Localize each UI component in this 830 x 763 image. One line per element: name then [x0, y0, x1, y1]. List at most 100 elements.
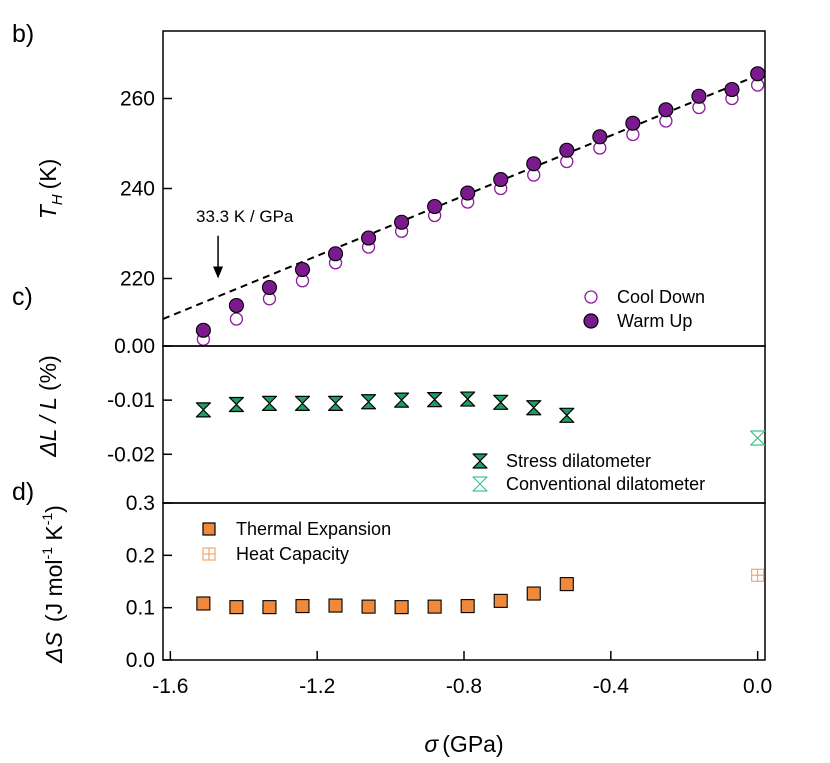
- warm-up-point: [559, 142, 575, 158]
- stress-dilatometer-point: [294, 395, 311, 411]
- y-label-d-unit-close: ): [41, 505, 67, 513]
- cool-down-point: [229, 312, 244, 326]
- panel-d-y-label: ΔS(J mol-1 K-1): [39, 505, 67, 664]
- svg-text:ΔL / L(%): ΔL / L (%): [35, 355, 61, 458]
- legend-hourglass-open: [472, 476, 488, 492]
- stress-dilatometer-point: [460, 391, 476, 407]
- panel-c-legend: Stress dilatometer Conventional dilatome…: [472, 451, 705, 494]
- y-tick-label: 0.00: [114, 335, 155, 358]
- legend-marker-conventional-dilatometer: [472, 476, 488, 492]
- legend-marker-warm-up: [583, 313, 599, 329]
- y-tick-label: -0.01: [107, 389, 155, 412]
- warm-up-point: [691, 88, 707, 104]
- stress-dilatometer-point: [526, 400, 542, 416]
- panel-d-y-ticks: 0.00.10.20.3: [126, 492, 172, 672]
- panel-c: c) 0.00 -0.01 -0.02 ΔL / L (%) Stress dilat…: [12, 283, 766, 504]
- svg-text:TH(K): TH (K): [35, 159, 66, 220]
- stress-dilatometer-point: [427, 391, 443, 408]
- y-label-c-unit: (%): [35, 355, 61, 391]
- panel-d-points: [196, 568, 765, 615]
- thermal-expansion-point: [328, 598, 343, 613]
- y-tick-label: 0.1: [126, 597, 155, 620]
- warm-up-point: [361, 230, 377, 246]
- y-tick-label: 240: [120, 178, 155, 201]
- legend-square-cross: [202, 547, 216, 561]
- warm-up-point: [195, 322, 211, 338]
- warm-up-point: [394, 214, 410, 230]
- y-label-d-unit-open: (J mol: [41, 559, 67, 622]
- warm-up-point: [658, 102, 674, 118]
- slope-annotation-text: 33.3 K / GPa: [196, 207, 294, 226]
- x-label-unit: (GPa): [442, 731, 503, 757]
- thermal-expansion-point: [559, 577, 574, 592]
- legend-label-warm-up: Warm Up: [617, 311, 692, 331]
- stress-dilatometer-point: [327, 395, 344, 411]
- y-label-d-unit-mid: K: [41, 525, 67, 547]
- legend-hourglass-filled: [472, 453, 488, 469]
- panel-b-legend: Cool Down Warm Up: [583, 287, 705, 331]
- panel-b-points: [195, 66, 766, 346]
- panel-label-c: c): [12, 283, 33, 311]
- y-label-b-main: T: [35, 203, 61, 219]
- y-tick-label: 0.3: [126, 492, 155, 515]
- warm-up-point: [294, 261, 311, 278]
- warm-up-point: [460, 185, 476, 201]
- x-axis-label: σ(GPa): [424, 731, 503, 757]
- x-tick-label: 0.0: [743, 675, 772, 698]
- legend-label-heat-capacity: Heat Capacity: [236, 544, 349, 564]
- warm-up-point: [526, 156, 542, 172]
- thermal-expansion-point: [295, 599, 310, 614]
- legend-label-conventional-dilatometer: Conventional dilatometer: [506, 474, 705, 494]
- y-tick-label: -0.02: [107, 443, 155, 466]
- warm-up-point: [327, 246, 344, 262]
- y-label-b-unit: (K): [35, 159, 61, 190]
- legend-label-stress-dilatometer: Stress dilatometer: [506, 451, 651, 471]
- thermal-expansion-point: [229, 600, 244, 615]
- warm-up-point: [592, 129, 608, 145]
- thermal-expansion-point: [262, 600, 277, 615]
- legend-label-thermal-expansion: Thermal Expansion: [236, 519, 391, 539]
- legend-label-cool-down: Cool Down: [617, 287, 705, 307]
- thermal-expansion-point: [196, 596, 211, 611]
- y-label-d-exp1: -1: [39, 547, 55, 560]
- panel-c-y-label: ΔL / L (%): [35, 355, 61, 458]
- stress-dilatometer-point: [195, 402, 211, 418]
- slope-annotation: 33.3 K / GPa: [196, 207, 294, 279]
- thermal-expansion-point: [361, 599, 376, 614]
- legend-marker-thermal-expansion: [202, 522, 216, 536]
- legend-marker-stress-dilatometer: [472, 453, 488, 469]
- x-label-symbol: σ: [424, 731, 439, 757]
- stress-dilatometer-point: [360, 394, 377, 410]
- panel-c-y-ticks: 0.00 -0.01 -0.02: [107, 335, 172, 466]
- legend-marker-cool-down: [584, 290, 598, 304]
- panel-d-legend: Thermal Expansion Heat Capacity: [202, 519, 391, 564]
- y-label-c-main: ΔL / L: [35, 397, 61, 458]
- panel-label-b: b): [12, 20, 34, 48]
- warm-up-point: [724, 81, 740, 98]
- stress-dilatometer-point: [559, 407, 575, 423]
- stress-dilatometer-point: [228, 396, 245, 413]
- stress-dilatometer-point: [261, 395, 278, 411]
- x-tick-label: -1.2: [299, 675, 335, 698]
- warm-up-point: [493, 171, 509, 188]
- y-label-d-exp2: -1: [39, 513, 55, 526]
- stress-dilatometer-point: [393, 392, 410, 408]
- thermal-expansion-point: [394, 600, 409, 615]
- heat-capacity-point: [751, 568, 765, 582]
- x-tick-label: -0.8: [446, 675, 482, 698]
- warm-up-point: [750, 66, 766, 82]
- stress-dilatometer-point: [493, 394, 509, 410]
- warm-up-point: [427, 198, 443, 215]
- y-label-b-sub: H: [49, 194, 66, 205]
- panel-b-y-label: TH (K): [35, 159, 66, 220]
- y-label-d-main: ΔS: [41, 631, 67, 663]
- y-tick-label: 260: [120, 88, 155, 111]
- x-tick-label: -1.6: [152, 675, 188, 698]
- slope-annotation-arrow-head: [213, 266, 224, 279]
- warm-up-point: [261, 279, 278, 296]
